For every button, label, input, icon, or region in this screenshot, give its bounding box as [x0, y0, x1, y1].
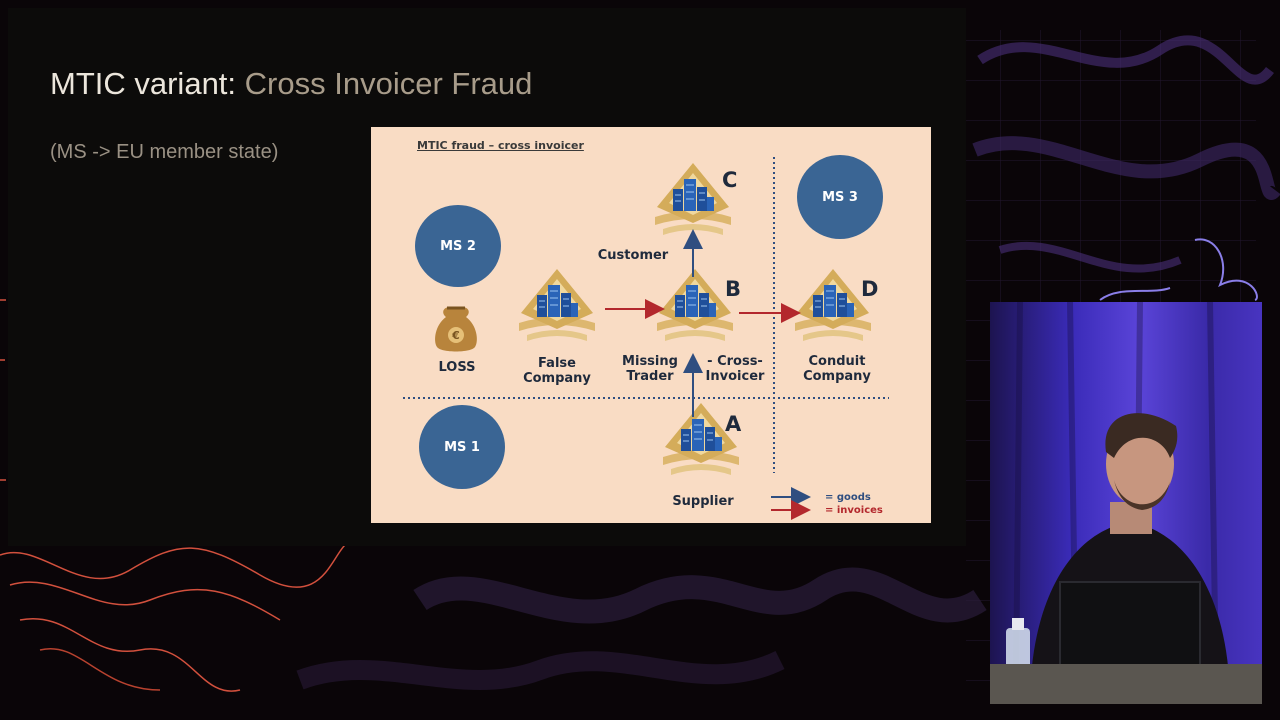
presenter-video: [990, 302, 1262, 704]
conduit-company-building-icon: [794, 268, 872, 342]
ms3-circle: MS 3: [797, 155, 883, 239]
loss-label: LOSS: [438, 360, 476, 375]
letter-d: D: [861, 277, 879, 301]
slide-title: MTIC variant: Cross Invoicer Fraud: [50, 66, 532, 102]
customer-label: Customer: [597, 248, 669, 263]
diagram-graphics: €: [403, 157, 889, 520]
conduit-company-label: Conduit Company: [803, 354, 871, 384]
title-prefix: MTIC variant:: [50, 66, 237, 101]
ms1-circle: MS 1: [419, 405, 505, 489]
customer-building-icon: [654, 162, 732, 236]
svg-text:€: €: [451, 329, 460, 342]
letter-c: C: [722, 168, 738, 192]
diagram-title: MTIC fraud – cross invoicer: [417, 139, 584, 152]
missing-trader-label: Missing Trader: [622, 354, 678, 384]
slide: MTIC variant: Cross Invoicer Fraud (MS -…: [8, 8, 966, 546]
false-company-label: False Company: [523, 356, 591, 386]
slide-note: (MS -> EU member state): [50, 141, 279, 163]
missing-trader-building-icon: [656, 268, 734, 342]
letter-b: B: [725, 277, 742, 301]
supplier-label: Supplier: [672, 494, 734, 509]
cross-invoicer-label: - Cross- Invoicer: [705, 354, 765, 384]
ms2-circle: MS 2: [415, 205, 501, 287]
letter-a: A: [725, 412, 742, 436]
fraud-diagram: € MTIC fraud – cross invoicer MS 2 MS 3 …: [371, 127, 931, 523]
title-accent: Cross Invoicer Fraud: [244, 66, 533, 101]
legend-goods: = goods: [825, 492, 871, 503]
legend-invoices: = invoices: [825, 505, 883, 516]
money-bag-icon: €: [435, 306, 477, 352]
false-company-building-icon: [518, 268, 596, 342]
